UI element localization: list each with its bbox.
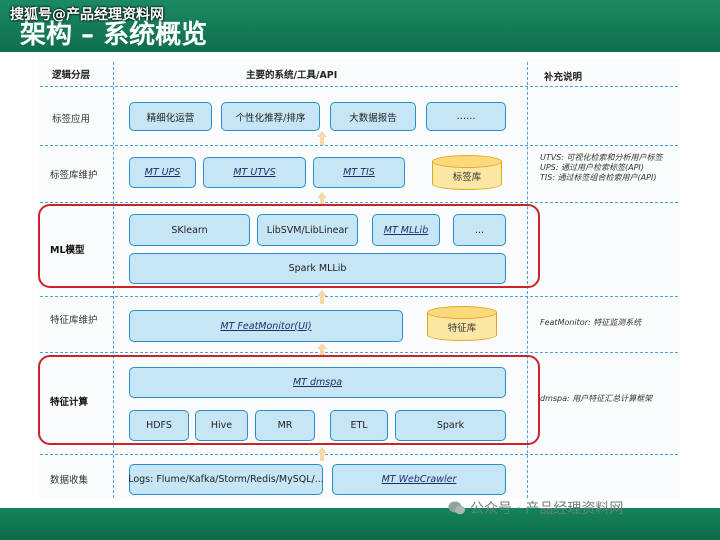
up-arrow (317, 343, 327, 357)
box-mt-webcrawler: MT WebCrawler (332, 464, 506, 495)
box-mt-utvs: MT UTVS (203, 157, 306, 188)
box-more-apps: …… (426, 102, 506, 131)
page-title: 架构 – 系统概览 (20, 20, 208, 50)
box-spark-mllib: Spark MLLib (129, 253, 506, 284)
box-recommend: 个性化推荐/排序 (221, 102, 320, 131)
footer-bar (0, 508, 720, 540)
header-notes: 补充说明 (544, 72, 583, 83)
box-more-ml: ... (453, 214, 506, 246)
layer-feature-store: 特征库维护 (50, 315, 98, 326)
header-layer: 逻辑分层 (52, 70, 91, 81)
box-hdfs: HDFS (129, 410, 189, 441)
column-divider-left (113, 62, 114, 498)
up-arrow (317, 131, 327, 145)
up-arrow (317, 447, 327, 461)
row-divider (40, 202, 678, 203)
feature-calc-highlight-frame (38, 355, 540, 445)
layer-feature-calc: 特征计算 (50, 397, 89, 408)
box-logs: Logs: Flume/Kafka/Storm/Redis/MySQL/... (128, 464, 324, 495)
row-divider (40, 296, 678, 297)
note-utvs: UTVS: 可视化检索和分析用户标签 (540, 153, 663, 162)
row-divider (40, 454, 678, 455)
watermark-top: 搜狐号@产品经理资料网 (10, 7, 164, 23)
header-systems: 主要的系统/工具/API (246, 70, 338, 81)
tag-database-label: 标签库 (452, 172, 482, 183)
box-ops: 精细化运营 (129, 102, 212, 131)
watermark-bottom-text: 公众号 · 产品经理资料网 (470, 501, 624, 517)
feature-database-label: 特征库 (447, 323, 477, 334)
watermark-bottom: 公众号 · 产品经理资料网 (448, 498, 623, 518)
box-libsvm: LibSVM/LibLinear (257, 214, 358, 246)
box-mt-mllib: MT MLLib (372, 214, 440, 246)
box-etl: ETL (330, 410, 388, 441)
box-mt-tis: MT TIS (313, 157, 405, 188)
note-dmspa: dmspa: 用户特征汇总计算框架 (540, 394, 653, 403)
up-arrow (317, 290, 327, 304)
feature-database-icon: 特征库 (427, 306, 497, 342)
box-hive: Hive (195, 410, 248, 441)
box-spark: Spark (395, 410, 506, 441)
layer-ml-model: ML模型 (50, 245, 85, 256)
layer-data-collect: 数据收集 (50, 475, 89, 486)
box-bigdata-report: 大数据报告 (330, 102, 416, 131)
title-bar (0, 0, 720, 52)
box-mt-dmspa: MT dmspa (129, 367, 506, 398)
box-sklearn: SKlearn (129, 214, 250, 246)
column-divider-right (527, 62, 528, 498)
up-arrow (317, 192, 327, 206)
box-mt-featmonitor: MT FeatMonitor(UI) (129, 310, 403, 342)
note-tis: TIS: 通过标签组合检索用户(API) (540, 173, 657, 182)
layer-tag-store: 标签库维护 (50, 170, 98, 181)
layer-tag-app: 标签应用 (52, 114, 91, 125)
box-mr: MR (255, 410, 315, 441)
row-divider (40, 352, 678, 353)
note-ups: UPS: 通过用户检索标签(API) (540, 163, 644, 172)
row-divider (40, 86, 678, 87)
tag-database-icon: 标签库 (432, 155, 502, 191)
note-featmonitor: FeatMonitor: 特征监测系统 (540, 318, 642, 327)
ml-highlight-frame (38, 204, 540, 288)
row-divider (40, 145, 678, 146)
box-mt-ups: MT UPS (129, 157, 196, 188)
wechat-icon (448, 501, 465, 515)
